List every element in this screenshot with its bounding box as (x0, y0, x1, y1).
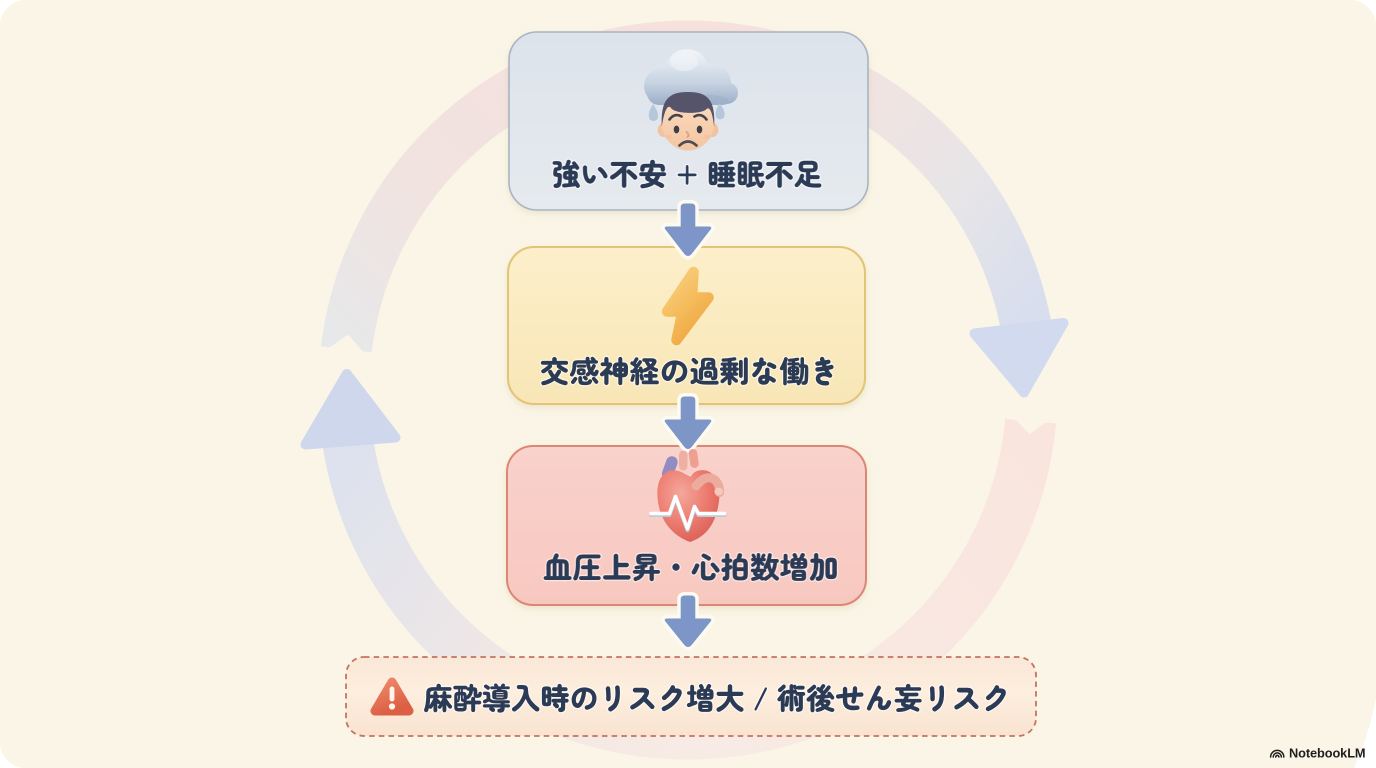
svg-text:NotebookLM: NotebookLM (1289, 746, 1365, 761)
